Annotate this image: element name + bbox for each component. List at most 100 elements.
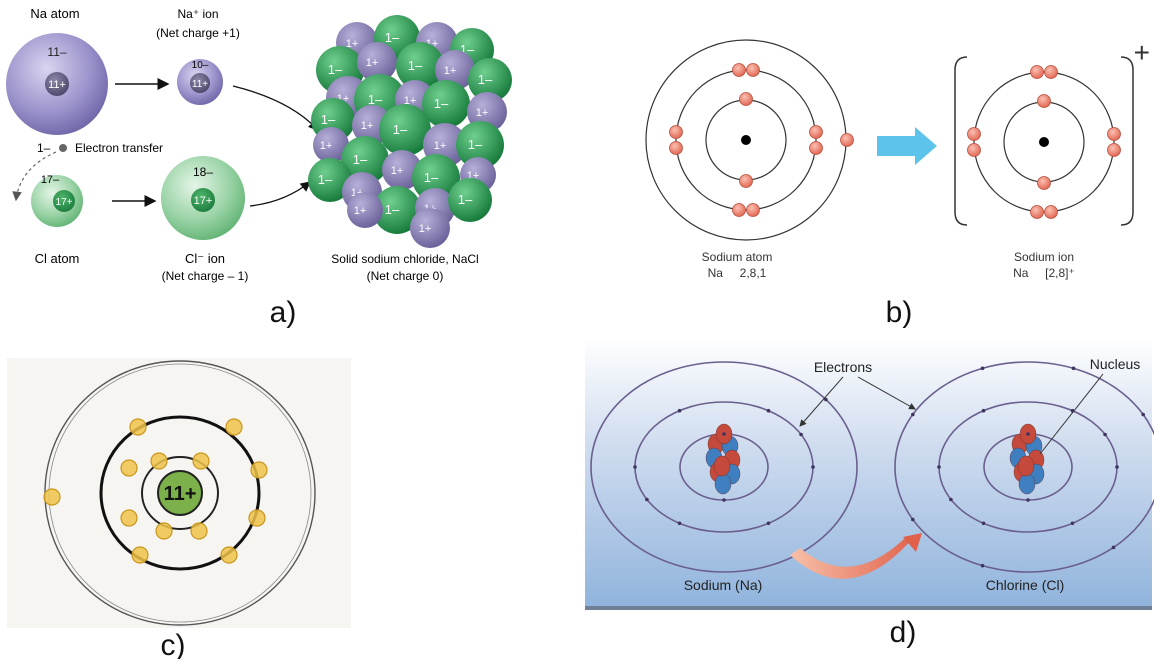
orbit-electron <box>980 366 985 371</box>
orbit-electron <box>722 432 726 436</box>
right-bracket <box>1120 56 1134 226</box>
chloride-ion-ball <box>396 42 444 90</box>
orbit-electron <box>1115 465 1119 469</box>
sodium-charge-label: 1+ <box>419 223 432 235</box>
chloride-charge-label: 1– <box>321 112 336 127</box>
electrons-pointer-left <box>799 376 844 427</box>
na-nucleus <box>45 72 69 96</box>
chloride-charge-label: 1– <box>408 58 423 73</box>
shell-2 <box>675 69 817 211</box>
electron <box>1107 143 1121 157</box>
cl-atom-electron-count: 17– <box>41 174 60 186</box>
chloride-charge-label: 1– <box>385 30 400 45</box>
sodium-charge-label: 1+ <box>444 65 457 77</box>
arrow-cl-ion-to-lattice <box>249 181 312 207</box>
sodium-ion-ball <box>357 42 397 82</box>
sodium-atom-config: Na 2,8,1 <box>708 266 767 280</box>
chloride-ion-ball <box>468 58 512 102</box>
pencil-electron <box>131 546 149 564</box>
orbit-electron <box>645 497 649 502</box>
pencil-electron <box>190 522 208 540</box>
electron <box>669 141 683 155</box>
transition-arrow <box>877 127 937 165</box>
nucleon <box>1018 473 1036 495</box>
na-orbit-3 <box>590 361 858 573</box>
panel-d-baseline <box>585 606 1152 610</box>
sodium-label: Sodium (Na) <box>684 577 763 593</box>
chloride-charge-label: 1– <box>328 62 343 77</box>
orbit-electron <box>766 408 771 413</box>
sodium-ion-ball <box>382 150 422 190</box>
sodium-charge-label: 1+ <box>320 140 333 152</box>
pencil-electron <box>150 452 168 470</box>
electron <box>840 133 854 147</box>
orbit-electron <box>1141 412 1145 417</box>
left-bracket <box>954 56 968 226</box>
chloride-charge-label: 1– <box>468 137 483 152</box>
orbit-electron <box>824 397 828 402</box>
sodium-ion-ball <box>435 50 475 90</box>
pencil-electron <box>43 488 61 506</box>
orbit-electron <box>766 521 771 526</box>
chloride-ion-ball <box>373 186 421 234</box>
electron <box>732 203 746 217</box>
panel-b-label: b) <box>886 296 913 329</box>
orbit-electron <box>1111 545 1116 550</box>
pencil-electron <box>220 546 238 564</box>
orbit-electron <box>1070 521 1075 526</box>
chloride-ion-ball <box>422 80 470 128</box>
chloride-ion-ball <box>448 178 492 222</box>
chloride-ion-ball <box>341 136 389 184</box>
electron-transfer-arrow-head <box>903 533 922 552</box>
ion-shell-2 <box>973 71 1115 213</box>
chloride-charge-label: 1– <box>385 202 400 217</box>
orbit-electron <box>949 497 953 502</box>
chloride-charge-label: 1– <box>434 96 449 111</box>
na-atom-electron-count: 11– <box>47 45 66 59</box>
panel-c: 11+ c) <box>7 358 351 659</box>
na-ion-title: Na⁺ ion <box>177 7 218 21</box>
electron <box>746 203 760 217</box>
orbit-electron <box>1071 366 1076 371</box>
orbit-electron <box>980 563 985 568</box>
sodium-ion-name: Sodium ion <box>1014 250 1074 264</box>
cl-ion-nucleus <box>191 188 215 212</box>
orbit-electron <box>911 517 915 522</box>
electron <box>1030 65 1044 79</box>
chloride-ion-ball <box>379 104 431 156</box>
electron-transfer-arrow-body <box>790 538 920 579</box>
nacl-crystal-lattice: 1+1–1+1–1–1+1–1+1–1+1–1+1–1+1–1+1–1+1–1+… <box>308 15 512 248</box>
electron <box>1037 94 1051 108</box>
panel-c-label: c) <box>161 629 186 659</box>
na-ion-nucleus <box>190 73 210 93</box>
sodium-charge-label: 1+ <box>366 57 379 69</box>
electron <box>739 92 753 106</box>
electron <box>746 63 760 77</box>
electron <box>967 127 981 141</box>
orbit-electron <box>811 465 815 469</box>
sodium-ion-config: Na [2,8]⁺ <box>1013 266 1075 280</box>
chloride-charge-label: 1– <box>393 122 408 137</box>
electron <box>1044 205 1058 219</box>
sodium-charge-label: 1+ <box>346 38 359 50</box>
electron <box>739 174 753 188</box>
transferred-electron-charge: 1– <box>37 141 51 155</box>
orbit-electron <box>799 432 803 437</box>
electron <box>1107 127 1121 141</box>
sodium-atom-diagram <box>645 39 854 241</box>
na-ion-net-charge: (Net charge +1) <box>156 26 240 40</box>
orbit-electron <box>911 412 915 417</box>
pencil-electron <box>225 418 243 436</box>
pencil-electron <box>129 418 147 436</box>
electron <box>1030 205 1044 219</box>
nacl-title: Solid sodium chloride, NaCl <box>331 252 478 266</box>
electron <box>967 143 981 157</box>
sodium-charge-label: 1+ <box>476 107 489 119</box>
electron <box>1044 65 1058 79</box>
sodium-charge-label: 1+ <box>354 205 367 217</box>
chloride-charge-label: 1– <box>478 72 493 87</box>
panel-a-label: a) <box>270 296 297 329</box>
pencil-electron <box>120 459 138 477</box>
orbit-electron <box>1103 432 1107 437</box>
sodium-charge-label: 1+ <box>434 140 447 152</box>
